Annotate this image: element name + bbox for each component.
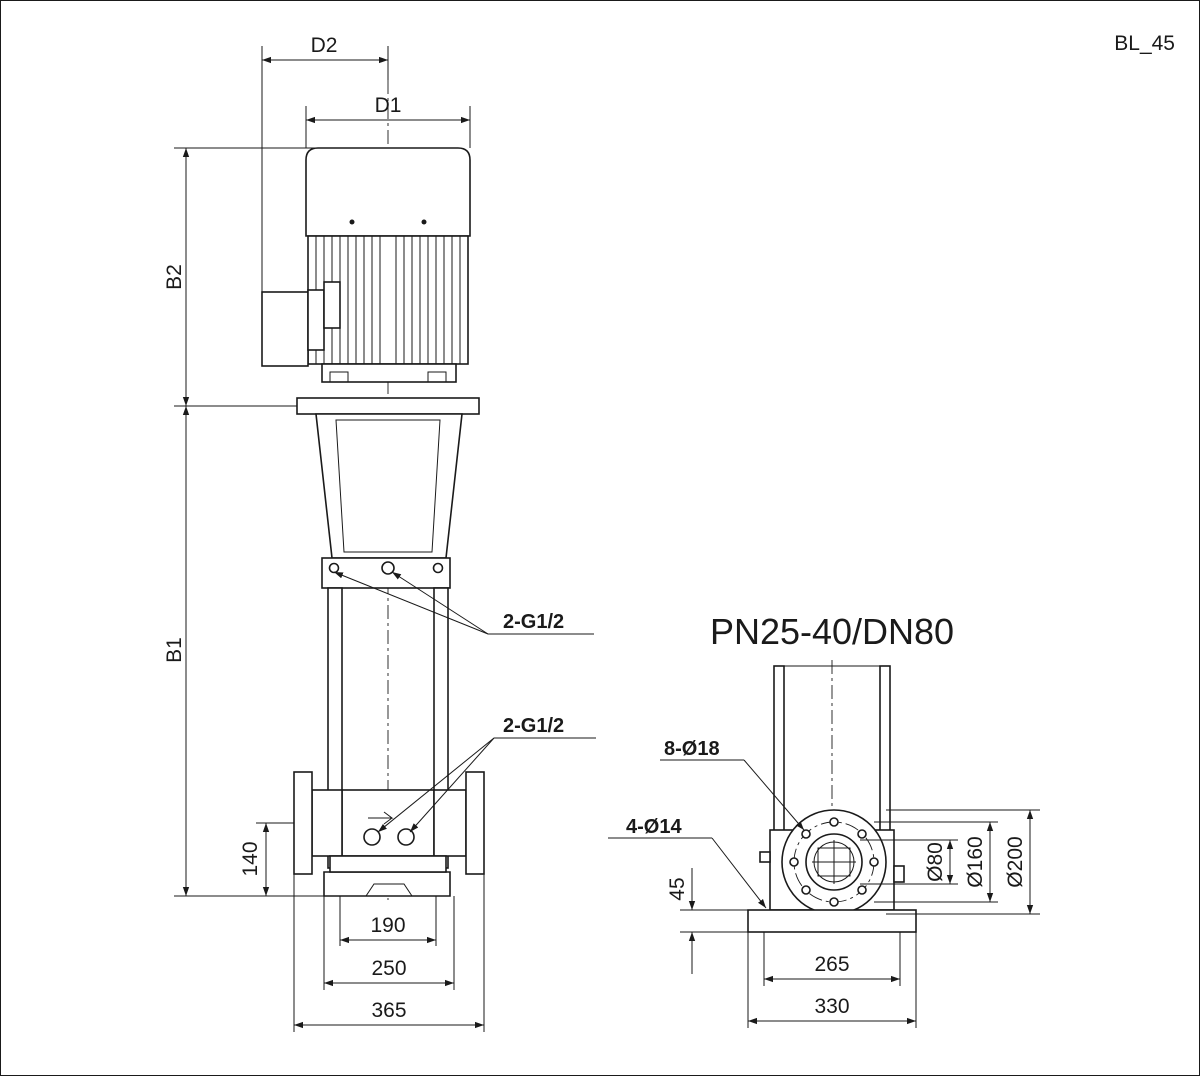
lower-port-left <box>363 828 381 846</box>
coupling-housing <box>315 413 463 559</box>
upper-port-center <box>381 561 395 575</box>
motor <box>261 147 471 383</box>
neck-left <box>311 789 343 857</box>
side-view: PN25-40/DN80 <box>608 611 1040 1028</box>
neck-right <box>433 789 467 857</box>
base-pedestal <box>329 855 447 873</box>
motor-flange <box>321 363 457 383</box>
flow-arrow-icon <box>368 811 394 825</box>
pump-base <box>293 771 485 897</box>
flange-right <box>465 771 485 875</box>
impeller-outline <box>817 847 851 877</box>
dim-d2-label: D2 <box>311 34 338 57</box>
dim-dia160-label: Ø160 <box>964 836 987 887</box>
housing-outer <box>315 413 463 559</box>
dim-365-label: 365 <box>371 999 406 1022</box>
callout-upper-ports: 2-G1/2 <box>503 611 564 633</box>
dim-b1-label: B1 <box>163 637 186 663</box>
terminal-box <box>261 291 309 367</box>
dim-b2-label: B2 <box>163 264 186 290</box>
dim-45-label: 45 <box>666 877 689 900</box>
dim-190-label: 190 <box>370 914 405 937</box>
callout-base-holes: 4-Ø14 <box>626 816 682 838</box>
drawing-id: BL_45 <box>1114 32 1175 55</box>
housing-window <box>335 419 441 553</box>
motor-screw-right <box>421 219 427 225</box>
side-base-plate <box>747 909 917 933</box>
upper-port-left <box>328 562 340 574</box>
side-drain-plug <box>893 865 905 883</box>
dim-330-label: 330 <box>814 995 849 1018</box>
side-plug-left <box>759 851 771 863</box>
dim-d1-label: D1 <box>375 94 402 117</box>
motor-screw-left <box>349 219 355 225</box>
dim-140-label: 140 <box>239 841 262 876</box>
dim-250-label: 250 <box>371 957 406 980</box>
flange-bolt-holes <box>789 817 879 907</box>
dim-dia80-label: Ø80 <box>924 842 947 882</box>
motor-fan-cover <box>305 147 471 237</box>
callout-flange-holes: 8-Ø18 <box>664 738 720 760</box>
callout-lower-ports: 2-G1/2 <box>503 715 564 737</box>
side-rod-left <box>773 665 785 847</box>
dim-265-label: 265 <box>814 953 849 976</box>
base-plate-recess <box>365 883 413 897</box>
terminal-box-neck <box>307 289 325 351</box>
motor-foot-right <box>427 371 447 383</box>
flange-spec-title: PN25-40/DN80 <box>710 611 954 652</box>
lower-port-right <box>397 828 415 846</box>
side-rod-right <box>879 665 891 847</box>
motor-foot-left <box>329 371 349 383</box>
adapter-plate <box>296 397 480 415</box>
front-view: D2 D1 B2 B1 140 190 250 365 <box>163 34 596 1032</box>
dim-dia200-label: Ø200 <box>1004 836 1027 887</box>
terminal-box-cap <box>323 281 341 329</box>
upper-nut-right <box>432 562 444 574</box>
flange-left <box>293 771 313 875</box>
base-housing <box>341 789 435 857</box>
